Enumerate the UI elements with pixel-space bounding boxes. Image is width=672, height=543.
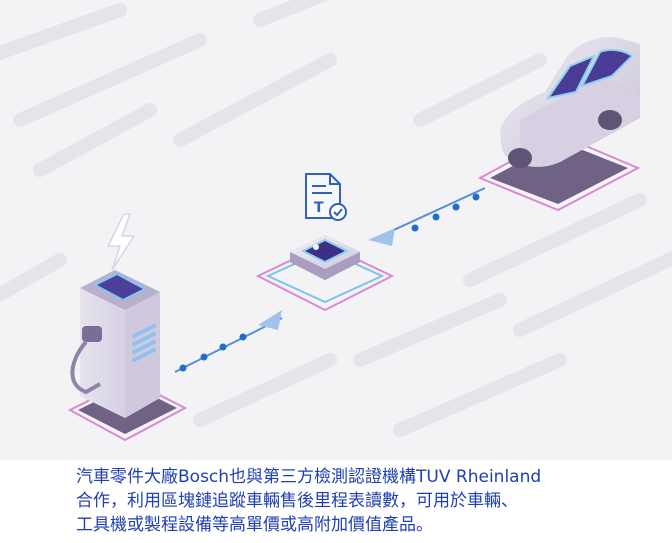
lightning-icon: [106, 213, 136, 271]
chain-link-car-chip: [368, 187, 486, 246]
blockchain-illustration: T: [0, 0, 672, 442]
document-check-icon: T: [305, 173, 347, 221]
blockchain-chip: [255, 235, 395, 312]
document-letter: T: [314, 200, 324, 216]
charging-station: [67, 270, 188, 442]
caption-line-1: 汽車零件大廠Bosch也與第三方檢測認證機構TUV Rheinland: [76, 467, 542, 487]
car: [477, 37, 641, 212]
illustration-scene: T: [0, 0, 672, 460]
caption-line-2: 合作，利用區塊鏈追蹤車輛售後里程表讀數，可用於車輛、: [76, 491, 518, 511]
caption: 汽車零件大廠Bosch也與第三方檢測認證機構TUV Rheinland 合作，利…: [76, 465, 656, 537]
chain-link-station-chip: [174, 310, 283, 373]
caption-line-3: 工具機或製程設備等高單價或高附加價值產品。: [76, 515, 433, 535]
background-pattern: [0, 0, 672, 437]
